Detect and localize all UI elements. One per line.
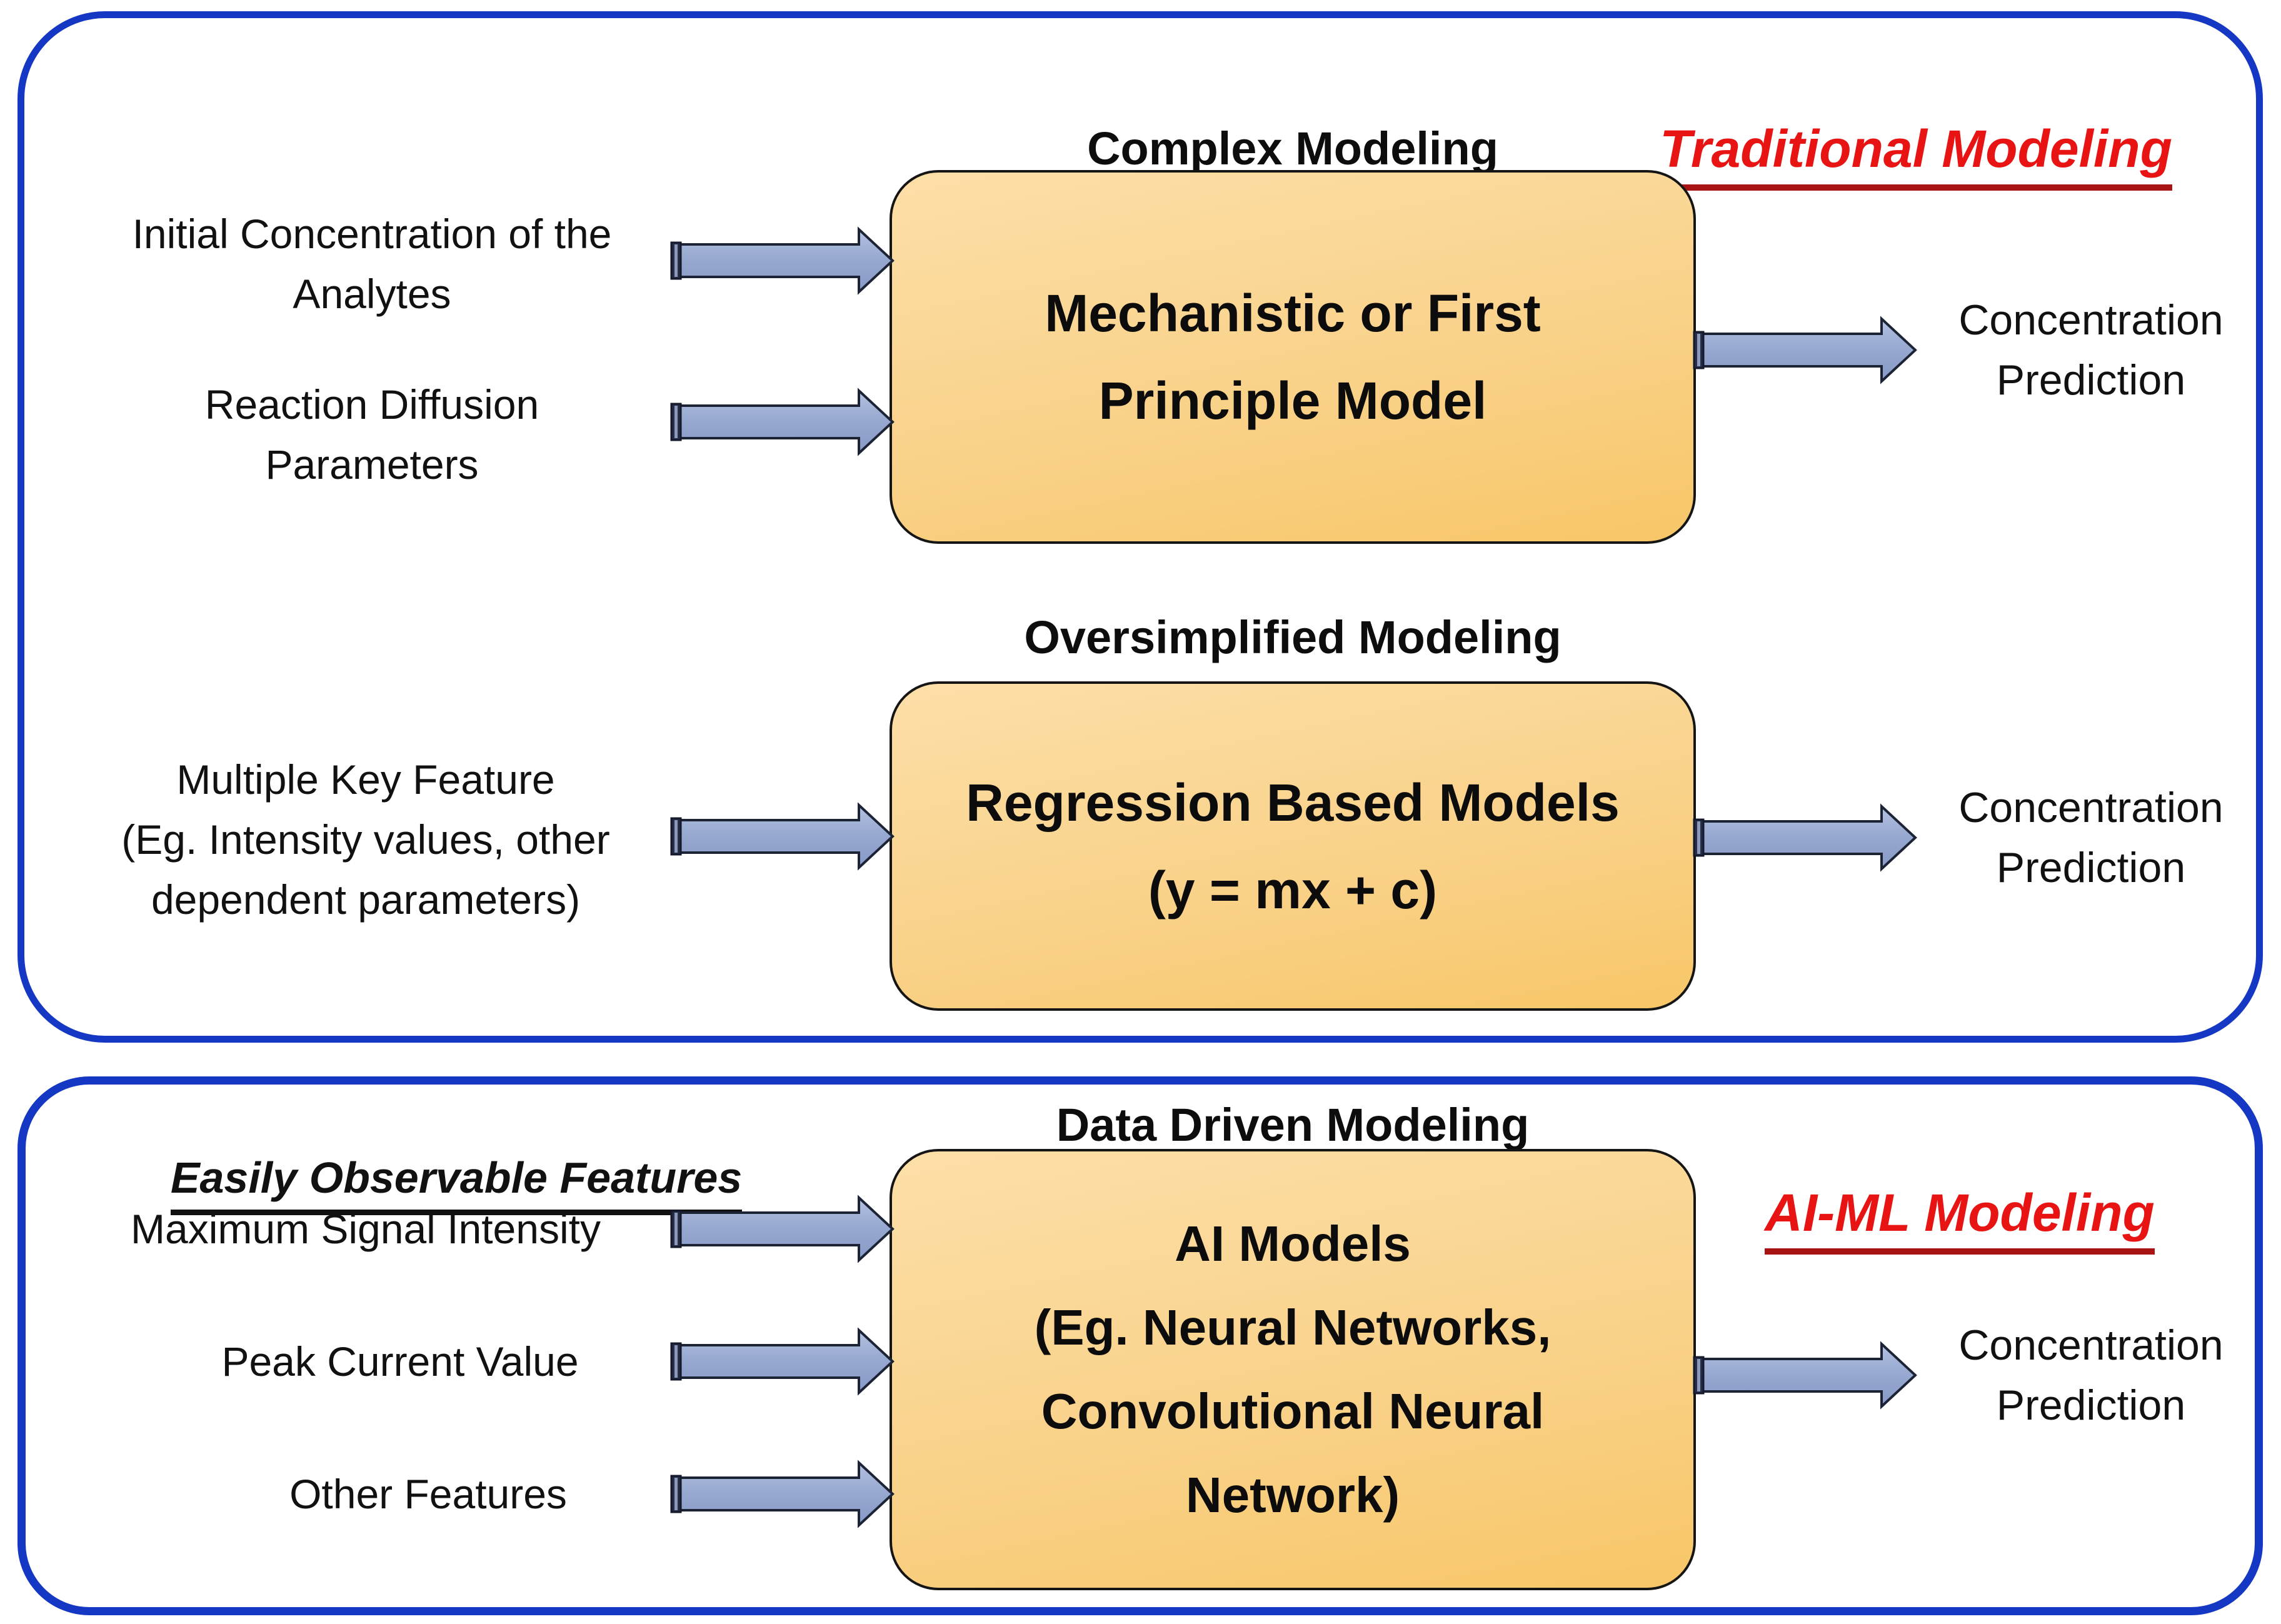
input-label-reaction-diffusion: Reaction Diffusion Parameters [204, 381, 539, 488]
input-label-peak-current-value: Peak Current Value [221, 1338, 579, 1385]
complex-modeling-heading: Complex Modeling [1087, 123, 1498, 174]
ai-model-box: AI Models (Eg. Neural Networks, Convolut… [890, 1149, 1696, 1590]
aiml-modeling-title-text: AI-ML Modeling [1765, 1183, 2155, 1255]
flow-arrow-right-icon [1693, 316, 1917, 384]
output-label-concentration-prediction: Concentration Prediction [1958, 784, 2223, 891]
flow-arrow-right-icon [670, 802, 895, 871]
flow-arrow-right-icon [1693, 803, 1917, 872]
input-label-multiple-key-feature: Multiple Key Feature (Eg. Intensity valu… [121, 756, 610, 923]
mechanistic-model-box: Mechanistic or First Principle Model [890, 170, 1696, 544]
flow-arrow-right-icon [1693, 1341, 1917, 1410]
traditional-modeling-title-text: Traditional Modeling [1660, 119, 2172, 191]
easily-observable-features-heading: Easily Observable Features [144, 1097, 769, 1215]
output-label-concentration-prediction: Concentration Prediction [1958, 296, 2223, 404]
flow-arrow-right-icon [670, 226, 895, 295]
flow-arrow-right-icon [670, 1195, 895, 1263]
input-label-initial-concentration: Initial Concentration of the Analytes [132, 211, 612, 317]
input-label-other-features: Other Features [289, 1471, 567, 1517]
flow-arrow-right-icon [670, 388, 895, 456]
regression-model-box: Regression Based Models (y = mx + c) [890, 681, 1696, 1011]
flow-arrow-right-icon [670, 1460, 895, 1528]
output-label-concentration-prediction: Concentration Prediction [1958, 1321, 2223, 1429]
easily-observable-features-text: Easily Observable Features [170, 1153, 743, 1215]
input-label-maximum-signal-intensity: Maximum Signal Intensity [131, 1206, 601, 1252]
aiml-modeling-title: AI-ML Modeling [1647, 1119, 2272, 1255]
traditional-modeling-title: Traditional Modeling [1603, 55, 2228, 191]
flow-arrow-right-icon [670, 1327, 895, 1396]
oversimplified-modeling-heading: Oversimplified Modeling [1024, 611, 1562, 663]
data-driven-modeling-heading: Data Driven Modeling [1056, 1099, 1530, 1151]
